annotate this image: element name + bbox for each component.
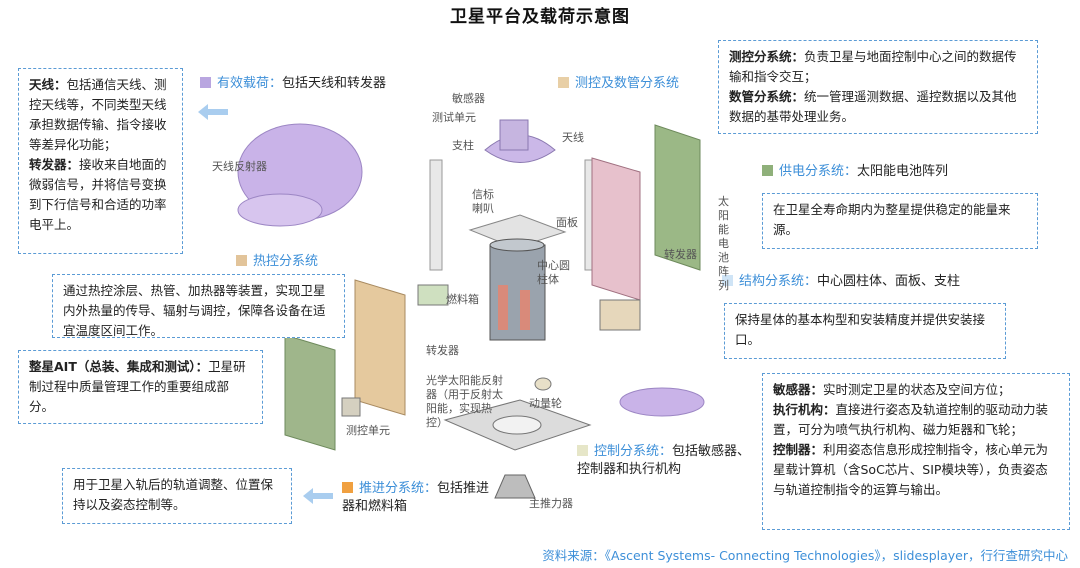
payload-title: 有效载荷： — [217, 76, 283, 91]
part-central-cylinder: 中心圆柱体 — [537, 259, 570, 286]
ait-desc-box: 整星AIT（总装、集成和测试）：卫星研制过程中质量管理工作的重要组成部分。 — [18, 350, 263, 424]
propulsion-title: 推进分系统： — [359, 481, 438, 496]
part-momentum-wheel: 动量轮 — [529, 397, 562, 410]
ttc-color-swatch — [558, 77, 569, 88]
controller-text: 利用姿态信息形成控制指令，核心单元为星载计算机（含SoC芯片、SIP模块等），负… — [773, 442, 1049, 497]
structure-label: 结构分系统：中心圆柱体、面板、支柱 — [722, 270, 960, 289]
propulsion-desc: 包括推进器和燃料箱 — [342, 481, 490, 514]
thermal-desc-box: 通过热控涂层、热管、加热器等装置，实现卫星内外热量的传导、辐射与调控，保障各设备… — [52, 274, 345, 338]
sensor-text: 实时测定卫星的状态及空间方位； — [823, 382, 1011, 397]
power-text: 在卫星全寿命期内为整星提供稳定的能量来源。 — [773, 202, 1011, 237]
part-solar-array: 太阳能电池阵列 — [718, 195, 729, 292]
ttc-dm-desc-box: 测控分系统：负责卫星与地面控制中心之间的数据传输和指令交互； 数管分系统：统一管… — [718, 40, 1038, 134]
part-antenna-reflector: 天线反射器 — [212, 160, 267, 173]
control-label: 控制分系统：包括敏感器、控制器和执行机构 — [577, 443, 757, 479]
part-transponder-mid: 转发器 — [426, 344, 459, 357]
part-optical-reflector: 光学太阳能反射器（用于反射太阳能，实现热控） — [426, 374, 503, 429]
sensor-head: 敏感器： — [773, 382, 824, 397]
thermal-color-swatch — [236, 255, 247, 266]
part-panel: 面板 — [556, 216, 578, 229]
power-desc: 太阳能电池阵列 — [857, 164, 949, 179]
small-reflector-shape — [619, 387, 705, 417]
arrow-left-icon — [303, 488, 333, 504]
part-fuel-tank: 燃料箱 — [446, 293, 479, 306]
page-title: 卫星平台及载荷示意图 — [450, 7, 630, 27]
part-sensor: 敏感器 — [452, 92, 485, 105]
part-antenna: 天线 — [562, 131, 584, 144]
thermal-title: 热控分系统 — [253, 254, 319, 269]
actuator-text: 直接进行姿态及轨道控制的驱动动力装置，可分为喷气执行机构、磁力矩器和飞轮； — [773, 402, 1049, 437]
ttc-head: 测控分系统： — [729, 49, 805, 64]
part-test-unit-top: 测试单元 — [432, 111, 476, 124]
dm-text: 统一管理遥测数据、遥控数据以及其他数据的基带处理业务。 — [729, 89, 1017, 124]
power-label: 供电分系统：太阳能电池阵列 — [762, 160, 948, 179]
structure-desc: 中心圆柱体、面板、支柱 — [817, 274, 961, 289]
controller-head: 控制器： — [773, 442, 824, 457]
arrow-left-icon — [198, 104, 228, 120]
dm-head: 数管分系统： — [729, 89, 805, 104]
ttc-dm-label: 测控及数管分系统 — [558, 72, 679, 91]
control-color-swatch — [577, 445, 588, 456]
structure-title: 结构分系统： — [739, 274, 818, 289]
part-beacon-horn: 信标喇叭 — [472, 188, 494, 215]
part-main-thruster: 主推力器 — [529, 497, 573, 510]
part-pillar: 支柱 — [452, 139, 474, 152]
structure-desc-box: 保持星体的基本构型和安装精度并提供安装接口。 — [724, 303, 1006, 359]
ttc-text: 负责卫星与地面控制中心之间的数据传输和指令交互； — [729, 49, 1017, 84]
antenna-transponder-desc-box: 天线：包括通信天线、测控天线等，不同类型天线承担数据传输、指令接收等差异化功能；… — [18, 68, 183, 254]
transponder-head: 转发器： — [29, 157, 80, 172]
propulsion-text: 用于卫星入轨后的轨道调整、位置保持以及姿态控制等。 — [73, 477, 274, 512]
part-test-unit-bottom: 测控单元 — [346, 424, 390, 437]
source-note: 资料来源：《Ascent Systems- Connecting Technol… — [542, 548, 1068, 563]
propulsion-desc-box: 用于卫星入轨后的轨道调整、位置保持以及姿态控制等。 — [62, 468, 292, 524]
transponder-text: 接收来自地面的微弱信号，并将信号变换到下行信号和合适的功率电平上。 — [29, 157, 167, 232]
power-color-swatch — [762, 165, 773, 176]
control-desc-box: 敏感器：实时测定卫星的状态及空间方位； 执行机构：直接进行姿态及轨道控制的驱动动… — [762, 373, 1070, 530]
structure-text: 保持星体的基本构型和安装精度并提供安装接口。 — [735, 312, 986, 347]
propulsion-label: 推进分系统：包括推进器和燃料箱 — [342, 480, 492, 516]
part-transponder-right: 转发器 — [664, 248, 697, 261]
thermal-text: 通过热控涂层、热管、加热器等装置，实现卫星内外热量的传导、辐射与调控，保障各设备… — [63, 283, 326, 338]
thermal-label: 热控分系统 — [236, 250, 318, 269]
payload-desc: 包括天线和转发器 — [282, 76, 387, 91]
power-title: 供电分系统： — [779, 164, 858, 179]
control-title: 控制分系统： — [594, 444, 673, 459]
propulsion-color-swatch — [342, 482, 353, 493]
ttc-dm-title: 测控及数管分系统 — [575, 76, 680, 91]
ait-head: 整星AIT（总装、集成和测试）： — [29, 359, 209, 374]
structure-color-swatch — [722, 275, 733, 286]
control-desc: 包括敏感器、控制器和执行机构 — [577, 444, 751, 477]
antenna-head: 天线： — [29, 77, 67, 92]
payload-color-swatch — [200, 77, 211, 88]
ait-text: 卫星研制过程中质量管理工作的重要组成部分。 — [29, 359, 246, 414]
payload-label: 有效载荷：包括天线和转发器 — [200, 72, 386, 91]
actuator-head: 执行机构： — [773, 402, 836, 417]
power-desc-box: 在卫星全寿命期内为整星提供稳定的能量来源。 — [762, 193, 1038, 249]
antenna-text: 包括通信天线、测控天线等，不同类型天线承担数据传输、指令接收等差异化功能； — [29, 77, 167, 152]
